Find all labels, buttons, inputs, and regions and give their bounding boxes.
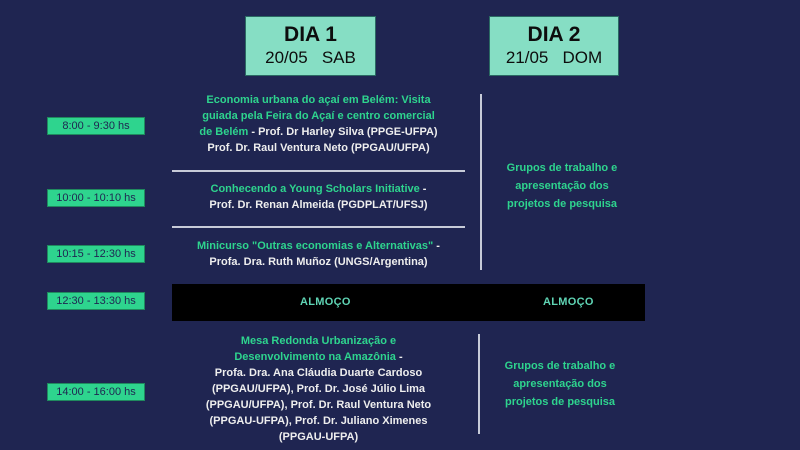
session-title-line: Economia urbana do açaí em Belém: Visita	[206, 94, 431, 106]
time-badge-slot-3: 10:15 - 12:30 hs	[47, 245, 145, 263]
lunch-label-day-1: ALMOÇO	[300, 296, 351, 308]
divider-line	[172, 170, 465, 172]
block-line: Grupos de trabalho e	[504, 360, 616, 372]
session-title-line: Desenvolvimento na Amazônia	[234, 351, 396, 363]
session-minicurso: Minicurso "Outras economias e Alternativ…	[172, 238, 465, 270]
day-2-title: DIA 2	[527, 23, 581, 46]
divider-line	[172, 226, 465, 228]
session-title-line: Mesa Redonda Urbanização e	[240, 335, 397, 347]
day-2-date: 21/05 DOM	[505, 48, 603, 67]
lunch-label-day-2: ALMOÇO	[543, 296, 594, 308]
session-speakers-line: (PPGAU-UFPA)	[278, 431, 359, 443]
lunch-band: ALMOÇO ALMOÇO	[172, 284, 645, 321]
block-line: apresentação dos	[515, 180, 609, 192]
title-separator: -	[395, 351, 403, 363]
session-speakers-line: Prof. Dr. Raul Ventura Neto (PPGAU/UFPA)	[207, 142, 430, 154]
day-2-divider	[480, 94, 482, 270]
block-line: projetos de pesquisa	[506, 198, 618, 210]
session-title-line: guiada pela Feira do Açaí e centro comer…	[202, 110, 435, 122]
day-1-title: DIA 1	[284, 23, 337, 46]
session-acai-visit: Economia urbana do açaí em Belém: Visita…	[172, 92, 465, 156]
time-badge-slot-1: 8:00 - 9:30 hs	[47, 117, 145, 135]
title-separator: -	[433, 240, 440, 252]
session-speakers-inline: - Prof. Dr Harley Silva (PPGE-UFPA)	[248, 126, 438, 138]
day-2-working-groups-morning: Grupos de trabalho e apresentação dos pr…	[482, 159, 642, 213]
session-title-row: Desenvolvimento na Amazônia -	[172, 349, 465, 365]
block-line: projetos de pesquisa	[504, 396, 616, 408]
title-separator: -	[419, 183, 427, 195]
day-2-divider	[478, 334, 480, 434]
session-speakers-line: Profa. Dra. Ana Cláudia Duarte Cardoso	[214, 367, 423, 379]
session-speakers-line: (PPGAU-UFPA), Prof. Dr. Juliano Ximenes	[209, 415, 428, 427]
block-line: apresentação dos	[513, 378, 607, 390]
session-title: Minicurso "Outras economias e Alternativ…	[197, 240, 434, 252]
session-speakers-line: Prof. Dr. Renan Almeida (PGDPLAT/UFSJ)	[209, 199, 428, 211]
session-title-line: de Belém	[199, 126, 249, 138]
day-2-working-groups-afternoon: Grupos de trabalho e apresentação dos pr…	[480, 357, 640, 411]
time-badge-slot-4: 12:30 - 13:30 hs	[47, 292, 145, 310]
day-2-header: DIA 2 21/05 DOM	[489, 16, 619, 76]
day-1-header: DIA 1 20/05 SAB	[245, 16, 376, 76]
session-mesa-redonda: Mesa Redonda Urbanização e Desenvolvimen…	[172, 333, 465, 445]
time-badge-slot-2: 10:00 - 10:10 hs	[47, 189, 145, 207]
day-1-date: 20/05 SAB	[265, 48, 356, 67]
session-young-scholars: Conhecendo a Young Scholars Initiative -…	[172, 181, 465, 213]
session-title-speaker-line: de Belém - Prof. Dr Harley Silva (PPGE-U…	[172, 124, 465, 140]
time-badge-slot-5: 14:00 - 16:00 hs	[47, 383, 145, 401]
session-title-row: Minicurso "Outras economias e Alternativ…	[172, 238, 465, 254]
session-title: Conhecendo a Young Scholars Initiative	[210, 183, 420, 195]
session-speakers-line: (PPGAU/UFPA), Prof. Dr. José Júlio Lima	[211, 383, 426, 395]
block-line: Grupos de trabalho e	[506, 162, 618, 174]
session-title-row: Conhecendo a Young Scholars Initiative -	[172, 181, 465, 197]
session-speakers-line: Profa. Dra. Ruth Muñoz (UNGS/Argentina)	[209, 256, 428, 268]
session-speakers-line: (PPGAU/UFPA), Prof. Dr. Raul Ventura Net…	[205, 399, 432, 411]
